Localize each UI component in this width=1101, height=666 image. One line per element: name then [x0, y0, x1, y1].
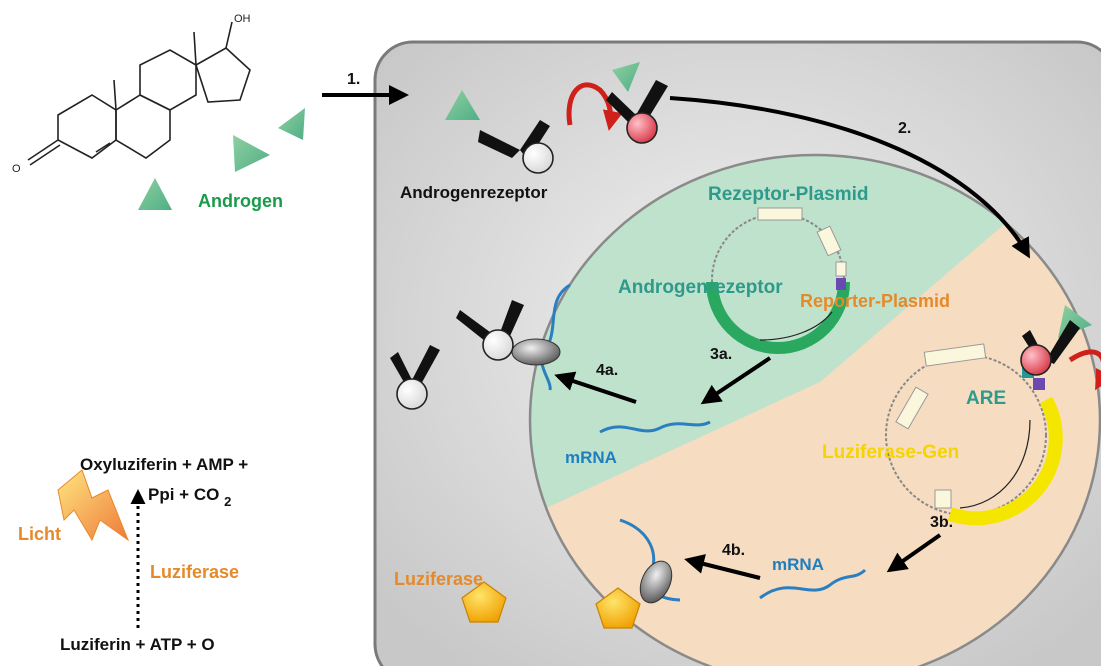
mrna-lower-label: mRNA	[772, 555, 824, 574]
step-4a-label: 4a.	[596, 362, 618, 379]
step-2-arrow	[669, 96, 1030, 259]
mrna-upper-label: mRNA	[565, 448, 617, 467]
ribosome-lower	[639, 560, 673, 604]
androgen-molecule	[27, 21, 251, 166]
luciferase-pentagon-icon	[595, 587, 641, 629]
mrna-upper-strand	[599, 420, 711, 434]
androgen-triangle-icon	[138, 178, 172, 210]
luziferase-gen-label: Luziferase-Gen	[822, 442, 959, 463]
step-3b-label: 3b.	[930, 514, 953, 531]
reaction-products-subscript: 2	[224, 494, 231, 509]
reporter-plasmid-label: Reporter-Plasmid	[800, 291, 950, 311]
rezeptor-plasmid	[706, 207, 850, 354]
rezeptor-plasmid-label: Rezeptor-Plasmid	[708, 184, 868, 205]
red-release-arrow	[566, 82, 623, 131]
light-bolt-icon	[57, 469, 130, 542]
mrna-lower-strand	[759, 568, 867, 600]
molecule-oh-label: OH	[234, 13, 251, 25]
nucleus	[528, 153, 1101, 666]
are-label: ARE	[966, 388, 1006, 409]
light-label: Licht	[18, 524, 61, 544]
step-3b-arrow	[886, 533, 942, 573]
reaction-products-line2: Ppi + CO 2	[148, 485, 231, 509]
androgen-triangle-icon	[278, 108, 305, 140]
step-2-label: 2.	[898, 120, 911, 137]
androgen-triangle-icon	[233, 135, 270, 172]
step-4b-label: 4b.	[722, 542, 745, 559]
step-4b-arrow	[684, 554, 761, 580]
molecule-o-label: O	[12, 163, 21, 175]
reaction-enzyme-label: Luziferase	[150, 562, 239, 582]
reaction-reactants: Luziferin + ATP + O	[60, 635, 215, 654]
androgenrezeptor-outer-label: Androgenrezeptor	[400, 183, 548, 202]
androgen-receptor-on-are	[1020, 305, 1092, 376]
reaction-products-ppi-co: Ppi + CO	[148, 485, 219, 504]
androgen-receptor-free	[478, 120, 554, 174]
reaction-products-line1: Oxyluziferin + AMP +	[80, 455, 248, 474]
androgen-triangle-icon	[445, 90, 480, 120]
androgen-label: Androgen	[198, 191, 283, 211]
androgen-receptor-nascent	[456, 300, 524, 361]
step-3a-arrow	[700, 356, 772, 405]
luciferase-pentagon-icon	[461, 581, 507, 623]
step-4a-arrow	[554, 371, 637, 404]
ribosome-upper	[511, 338, 561, 366]
androgen-receptor-product	[390, 345, 440, 410]
androgen-receptor-bound	[606, 62, 668, 144]
step-3a-label: 3a.	[710, 346, 732, 363]
androgenrezeptor-inner-label: Androgenrezeptor	[618, 277, 783, 298]
step-1-label: 1.	[347, 71, 360, 88]
luziferase-protein-label: Luziferase	[394, 569, 483, 589]
